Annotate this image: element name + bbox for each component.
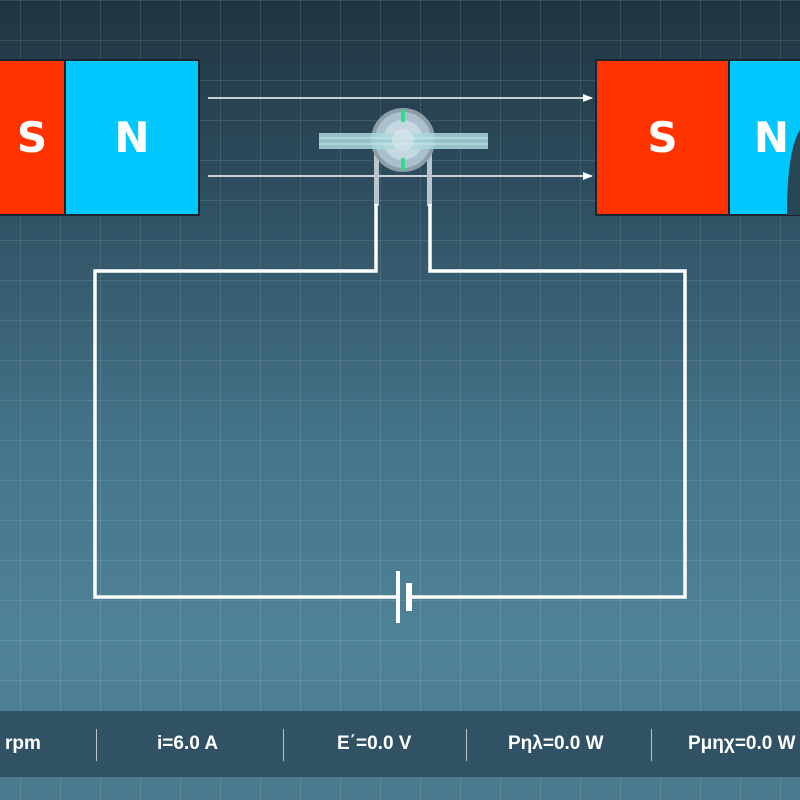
mechanical-power-readout: Pμηχ=0.0 W (688, 733, 796, 754)
right-edge-notch (787, 130, 800, 215)
status-separator (651, 729, 652, 761)
left-magnet[interactable]: S N (0, 59, 200, 216)
status-separator (96, 729, 97, 761)
status-separator (466, 729, 467, 761)
rotor-hub (392, 129, 414, 151)
left-magnet-south-pole: S (0, 59, 66, 216)
brush-right (427, 150, 432, 206)
current-readout: i=6.0 A (157, 733, 219, 754)
circuit-wire-return (409, 204, 687, 599)
status-separator (283, 729, 284, 761)
electrical-power-readout: Pηλ=0.0 W (508, 733, 604, 754)
circuit-wire (93, 204, 398, 599)
speed-readout: rpm (5, 733, 41, 754)
brush-left (374, 150, 379, 206)
right-magnet[interactable]: S N (595, 59, 800, 216)
left-magnet-north-pole: N (66, 59, 200, 216)
right-magnet-south-pole: S (595, 59, 730, 216)
back-emf-readout: E΄=0.0 V (337, 733, 412, 754)
status-bar: rpm i=6.0 A E΄=0.0 V Pηλ=0.0 W Pμηχ=0.0 … (0, 711, 800, 777)
